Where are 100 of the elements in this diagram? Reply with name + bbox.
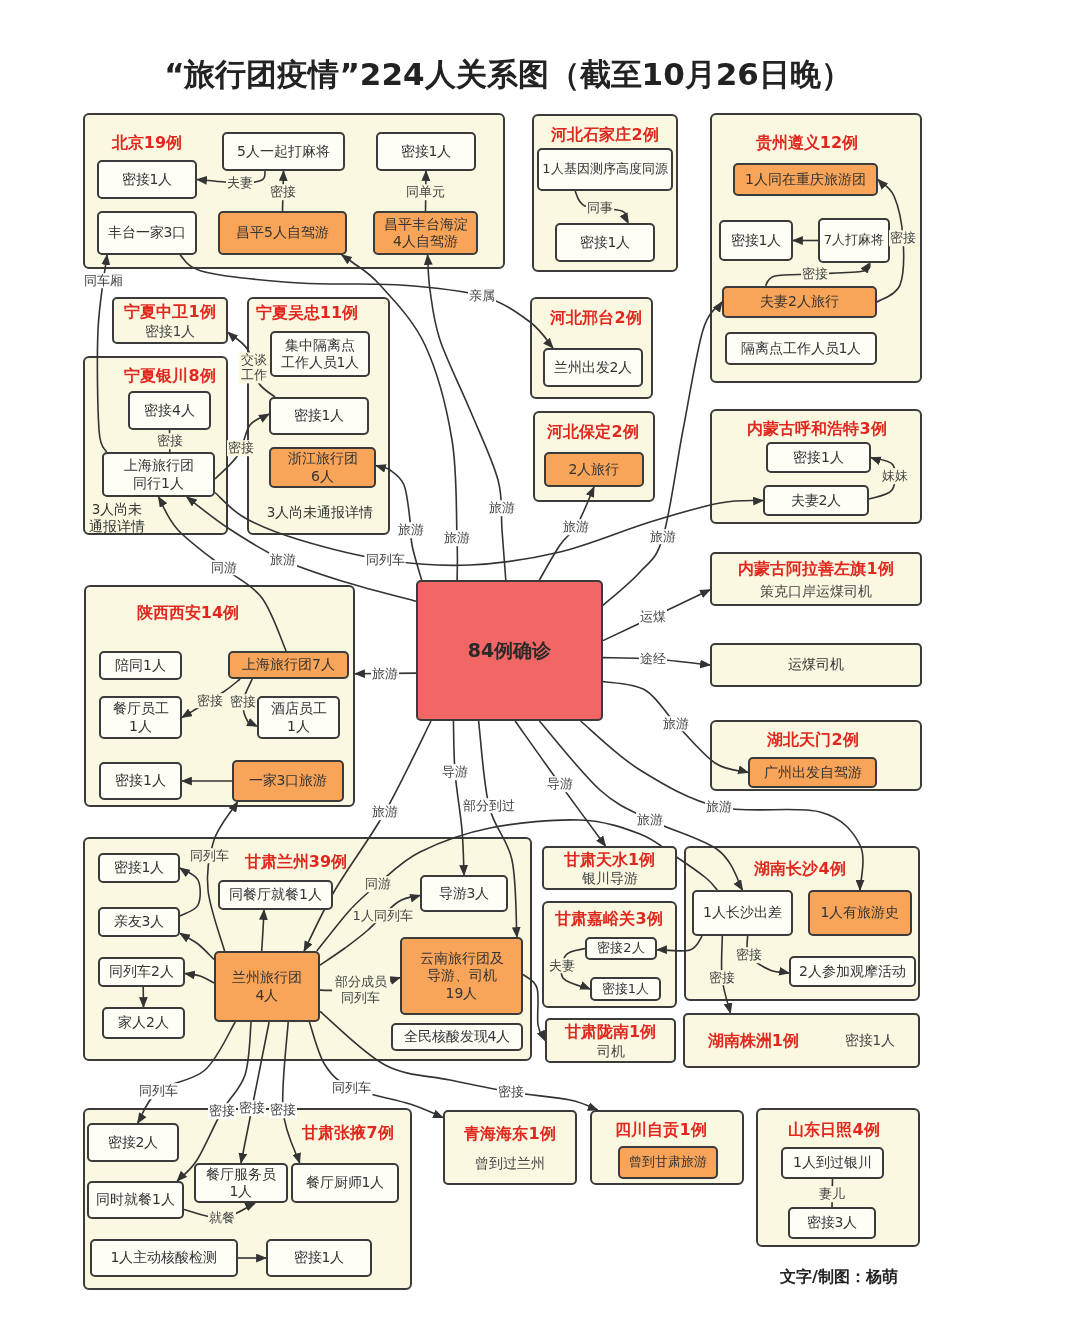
box-heading: 甘肃天水1例	[563, 849, 656, 869]
text-box: 2人参加观摩活动	[789, 956, 916, 987]
text-box: 密接2人	[87, 1123, 179, 1162]
group-heading: 甘肃兰州39例	[244, 852, 348, 872]
edge-label: 交谈工作	[238, 352, 269, 384]
group-panel	[83, 356, 228, 535]
edge-label: 旅游	[371, 804, 399, 820]
edge-label: 旅游	[371, 665, 399, 682]
text-box: 1人基因测序高度同源	[537, 148, 673, 191]
group-heading: 甘肃张掖7例	[302, 1123, 394, 1143]
edge-label: 就餐	[208, 1210, 236, 1226]
edge-label: 同游	[364, 876, 392, 892]
group-heading: 湖北天门2例	[767, 730, 859, 750]
highlight-box: 2人旅行	[544, 452, 644, 487]
highlight-box: 曾到甘肃旅游	[618, 1146, 718, 1179]
box-text: 银川导游	[581, 870, 638, 887]
arrow	[206, 801, 239, 952]
highlight-box: 1人有旅游史	[808, 890, 912, 936]
text-box: 5人一起打麻将	[222, 132, 345, 171]
highlight-box: 云南旅行团及导游、司机19人	[400, 937, 523, 1015]
highlight-box: 兰州旅行团4人	[214, 951, 320, 1022]
edge-label: 同车厢	[82, 272, 124, 289]
box-heading: 甘肃陇南1例	[564, 1021, 657, 1042]
arrow	[183, 970, 215, 984]
edge-label: 导游	[546, 776, 575, 792]
group-panel	[710, 113, 922, 383]
edge-label: 旅游	[487, 500, 516, 517]
group-heading: 宁夏吴忠11例	[255, 303, 359, 323]
group-heading: 湖南长沙4例	[754, 859, 846, 879]
arrow	[138, 986, 148, 1009]
center-box: 84例确诊	[416, 580, 603, 721]
box-heading: 湖南株洲1例	[707, 1030, 799, 1051]
edge-label: 旅游	[443, 530, 471, 546]
text-box: 密接1人	[376, 132, 476, 171]
group-panel	[710, 409, 922, 524]
group-panel	[84, 585, 355, 807]
highlight-box: 上海旅行团7人	[228, 651, 349, 679]
arrow	[340, 254, 459, 581]
edge-label: 旅游	[661, 716, 690, 732]
edge-label: 旅游	[396, 522, 425, 538]
connector-line	[316, 819, 719, 952]
group-heading: 山东日照4例	[788, 1120, 880, 1140]
group-panel	[532, 114, 678, 272]
edge-label: 旅游	[561, 519, 590, 535]
title: “旅行团疫情”224人关系图（截至10月26日晚）	[164, 55, 852, 94]
arrow	[791, 236, 819, 245]
text-box: 密接1人	[766, 442, 871, 473]
text-box: 密接1人	[99, 762, 182, 800]
text-box: 亲友3人	[98, 907, 180, 937]
arrow	[655, 935, 703, 955]
text-box: 陪同1人	[99, 651, 182, 680]
group-panel	[756, 1108, 920, 1247]
text-box: 密接1人	[97, 160, 197, 199]
group-heading: 贵州遵义12例	[755, 133, 859, 153]
text-box: 家人2人	[102, 1007, 185, 1039]
arrow	[96, 253, 111, 453]
box-text: 密接1人	[844, 1032, 896, 1049]
text-box: 上海旅行团同行1人	[102, 452, 215, 497]
group-panel	[710, 720, 922, 791]
edge-label: 密接	[708, 970, 736, 986]
credit-text: 文字/制图：杨萌	[780, 1266, 898, 1288]
box-heading: 青海海东1例	[464, 1123, 556, 1144]
text-box: 密接4人	[128, 391, 211, 430]
text-box: 1人长沙出差	[692, 890, 793, 936]
arrow	[237, 1253, 268, 1263]
edge-label: 密接	[269, 184, 297, 200]
edge-label: 同列车	[364, 552, 406, 568]
arrow	[374, 463, 423, 581]
edge-label: 旅游	[269, 552, 297, 568]
text-box: 1人到过银川	[781, 1147, 884, 1179]
arrow	[157, 496, 287, 652]
edge-label: 妻儿	[818, 1186, 847, 1202]
group-heading: 北京19例	[111, 133, 183, 153]
arrow	[602, 301, 723, 607]
arrow	[876, 178, 905, 303]
edge-label: 妹妹	[881, 468, 910, 484]
group-heading: 河北保定2例	[547, 422, 639, 442]
text-box: 密接1人	[719, 220, 793, 261]
highlight-box: 昌平5人自驾游	[218, 211, 347, 255]
box-text: 密接1人	[144, 323, 196, 340]
arrow	[185, 496, 417, 602]
group-panel	[542, 901, 677, 1008]
group-panel	[684, 846, 920, 1001]
arrow	[477, 720, 521, 939]
info-box	[112, 297, 228, 344]
arrow	[319, 1010, 599, 1111]
text-box: 7人打麻将	[818, 218, 890, 263]
edge-label: 亲属	[467, 288, 496, 304]
edge-label: 密接	[238, 1100, 266, 1116]
box-text: 司机	[596, 1042, 625, 1060]
group-heading: 陕西西安14例	[136, 603, 240, 623]
edge-label: 旅游	[649, 528, 678, 545]
arrow	[514, 720, 607, 847]
edge-label: 同单元	[405, 184, 447, 200]
edge-label: 途经	[638, 651, 667, 667]
edge-label: 运煤	[639, 609, 668, 625]
info-box: 运煤司机	[710, 643, 922, 687]
arrow	[214, 491, 765, 567]
text-box: 密接1人	[555, 223, 655, 262]
edge-label: 密接	[735, 947, 763, 963]
